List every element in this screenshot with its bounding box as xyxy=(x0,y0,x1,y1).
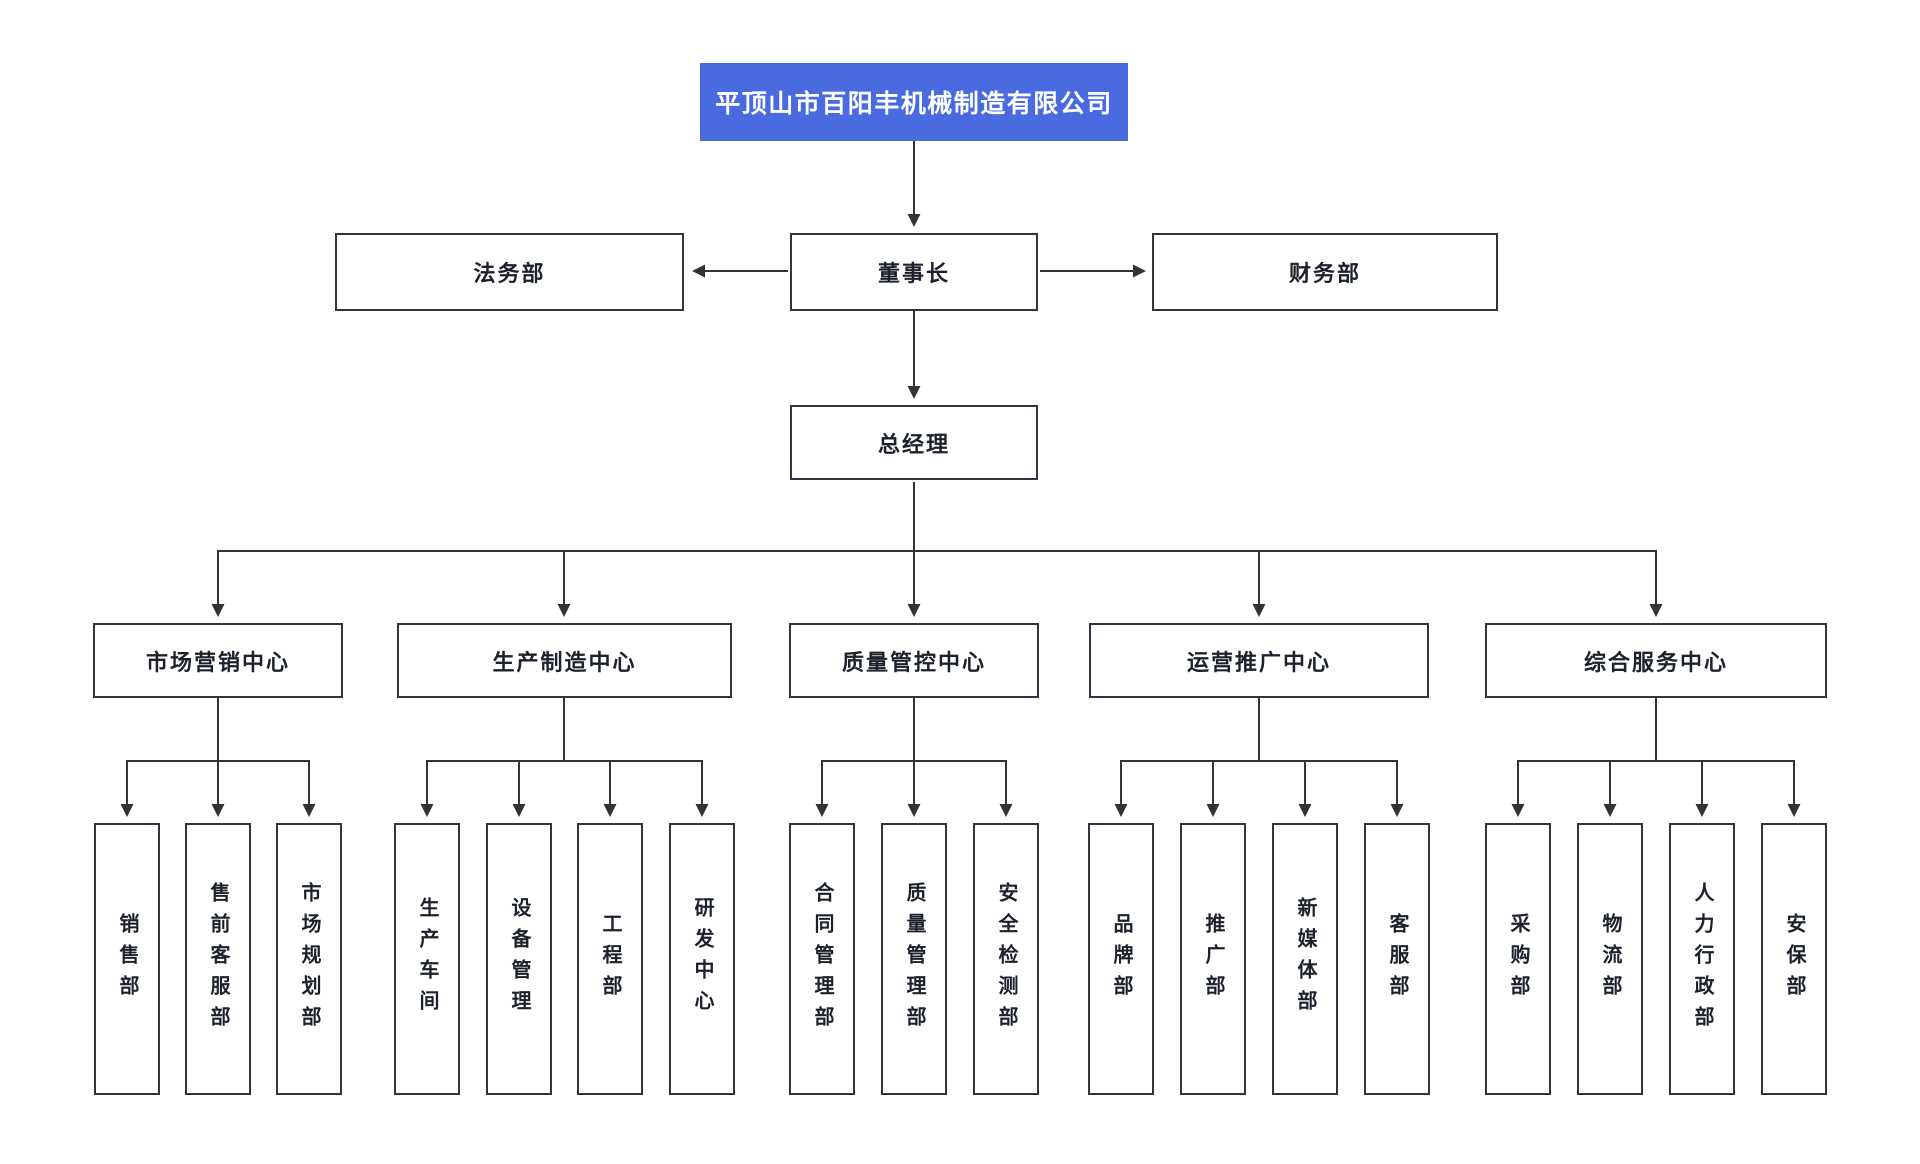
dept-label: 采购部 xyxy=(1507,912,1529,1006)
node-dept-promotion: 推广部 xyxy=(1180,823,1246,1095)
dept-label: 安保部 xyxy=(1783,912,1805,1006)
node-dept-new-media: 新媒体部 xyxy=(1272,823,1338,1095)
node-legal-dept: 法务部 xyxy=(335,233,684,311)
node-dept-procurement: 采购部 xyxy=(1485,823,1551,1095)
dept-label: 销售部 xyxy=(116,912,138,1006)
dept-label: 生产车间 xyxy=(416,897,438,1021)
node-dept-rnd-center: 研发中心 xyxy=(669,823,735,1095)
node-company: 平顶山市百阳丰机械制造有限公司 xyxy=(700,63,1128,141)
node-dept-brand: 品牌部 xyxy=(1088,823,1154,1095)
node-dept-security: 安保部 xyxy=(1761,823,1827,1095)
dept-label: 安全检测部 xyxy=(995,881,1017,1037)
node-dept-logistics: 物流部 xyxy=(1577,823,1643,1095)
node-general-manager: 总经理 xyxy=(790,405,1038,480)
dept-label: 推广部 xyxy=(1202,912,1224,1006)
dept-label: 设备管理 xyxy=(508,897,530,1021)
node-dept-contract-mgmt: 合同管理部 xyxy=(789,823,855,1095)
node-dept-engineering: 工程部 xyxy=(577,823,643,1095)
node-dept-safety-inspection: 安全检测部 xyxy=(973,823,1039,1095)
node-dept-production-workshop: 生产车间 xyxy=(394,823,460,1095)
node-finance-dept: 财务部 xyxy=(1152,233,1498,311)
node-dept-customer-service: 客服部 xyxy=(1364,823,1430,1095)
node-center-operations: 运营推广中心 xyxy=(1089,623,1429,698)
dept-label: 新媒体部 xyxy=(1294,897,1316,1021)
edge-center3-depts xyxy=(815,698,1013,817)
node-dept-presales-service: 售前客服部 xyxy=(185,823,251,1095)
dept-label: 品牌部 xyxy=(1110,912,1132,1006)
dept-label: 售前客服部 xyxy=(207,881,229,1037)
dept-label: 合同管理部 xyxy=(811,881,833,1037)
node-center-services: 综合服务中心 xyxy=(1485,623,1827,698)
edge-center2-depts xyxy=(420,698,709,817)
node-dept-sales: 销售部 xyxy=(94,823,160,1095)
edge-center4-depts xyxy=(1114,698,1404,817)
node-dept-market-planning: 市场规划部 xyxy=(276,823,342,1095)
edge-gm-centers xyxy=(211,482,1663,617)
edge-center1-depts xyxy=(120,698,316,817)
dept-label: 质量管理部 xyxy=(903,881,925,1037)
node-dept-equipment-mgmt: 设备管理 xyxy=(486,823,552,1095)
dept-label: 人力行政部 xyxy=(1691,881,1713,1037)
node-center-production: 生产制造中心 xyxy=(397,623,732,698)
dept-label: 市场规划部 xyxy=(298,881,320,1037)
edge-center5-depts xyxy=(1511,698,1801,817)
node-dept-quality-mgmt: 质量管理部 xyxy=(881,823,947,1095)
dept-label: 客服部 xyxy=(1386,912,1408,1006)
node-chairman: 董事长 xyxy=(790,233,1038,311)
node-center-marketing: 市场营销中心 xyxy=(93,623,343,698)
node-center-quality: 质量管控中心 xyxy=(789,623,1039,698)
dept-label: 研发中心 xyxy=(691,897,713,1021)
dept-label: 物流部 xyxy=(1599,912,1621,1006)
node-dept-hr-admin: 人力行政部 xyxy=(1669,823,1735,1095)
dept-label: 工程部 xyxy=(599,912,621,1006)
